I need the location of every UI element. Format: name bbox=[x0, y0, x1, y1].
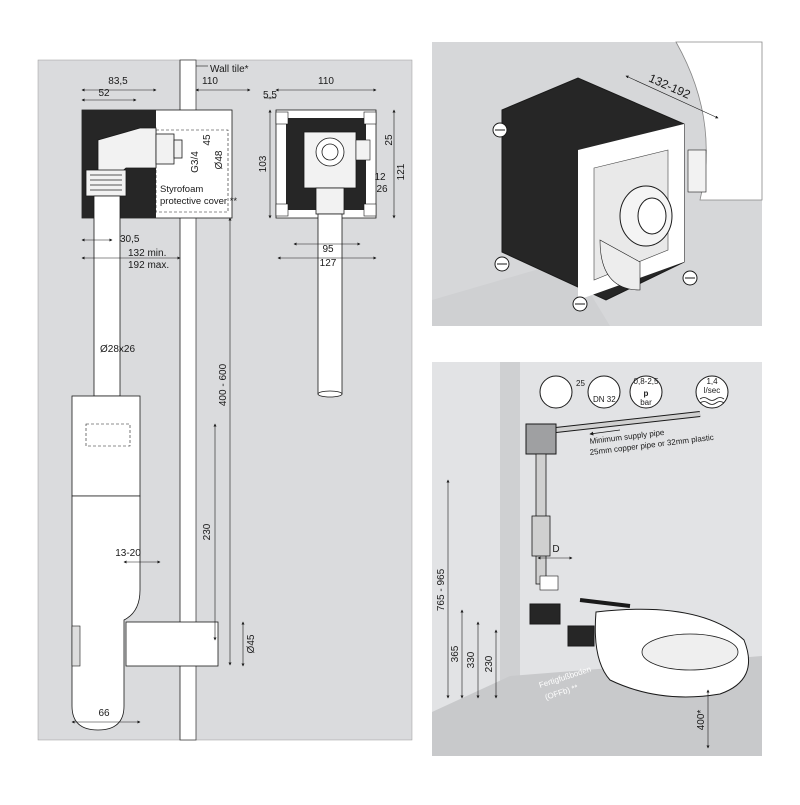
icon-label-bar: bar bbox=[640, 398, 652, 407]
dim-365: 365 bbox=[450, 645, 461, 662]
dim-66: 66 bbox=[98, 708, 110, 719]
dim-230-right: 230 bbox=[484, 655, 495, 672]
icon-label-pressure: 0,8-2,5 bbox=[634, 377, 659, 386]
dim-95: 95 bbox=[322, 244, 334, 255]
bottom-right-installation: 25 DN 32 0,8-2,5 p bar 1,4 l/sec Minimum… bbox=[432, 362, 762, 756]
dim-52: 52 bbox=[98, 88, 110, 99]
icon-row: 25 DN 32 0,8-2,5 p bar 1,4 l/sec bbox=[539, 375, 729, 409]
icon-label-dn32: DN 32 bbox=[593, 395, 616, 404]
dim-12: 12 bbox=[374, 172, 386, 183]
dim-13-20: 13-20 bbox=[115, 548, 141, 559]
wall-tile-label: Wall tile* bbox=[210, 64, 249, 75]
dim-pipe-28x26: Ø28x26 bbox=[100, 344, 135, 355]
styrofoam-label-line2: protective cover ** bbox=[160, 196, 237, 207]
pressure-gauge-icon bbox=[629, 375, 663, 409]
icon-label-p: p bbox=[644, 389, 649, 398]
dim-diameter-48: Ø48 bbox=[214, 150, 225, 169]
dim-400: 400* bbox=[696, 710, 707, 731]
dim-121: 121 bbox=[396, 163, 407, 180]
valve-thread bbox=[155, 133, 175, 165]
top-right-box-illustration: 132-192 bbox=[432, 41, 763, 326]
outlet-pipe bbox=[125, 621, 219, 667]
thread-size-icon bbox=[539, 375, 573, 409]
dim-26: 26 bbox=[376, 184, 388, 195]
icon-label-flow1: 1,4 bbox=[706, 377, 718, 386]
dim-330: 330 bbox=[466, 651, 477, 668]
dim-83-5: 83,5 bbox=[108, 76, 128, 87]
dim-diameter-45: Ø45 bbox=[246, 634, 257, 653]
dim-400-600: 400 - 600 bbox=[218, 363, 229, 406]
dim-110-left: 110 bbox=[202, 76, 218, 87]
inlet-fitting bbox=[529, 603, 561, 625]
flow-rate-icon bbox=[695, 375, 729, 409]
flush-pipe-front bbox=[317, 213, 343, 395]
dim-110-front: 110 bbox=[318, 76, 334, 87]
dim-127: 127 bbox=[320, 258, 337, 269]
dim-132-min: 132 min. bbox=[128, 248, 166, 259]
union-nut bbox=[85, 169, 127, 197]
dim-192-max: 192 max. bbox=[128, 260, 169, 271]
dim-765-965: 765 - 965 bbox=[436, 568, 447, 611]
flush-pipe bbox=[93, 195, 121, 397]
left-technical-drawing: 83,5 52 110 Wall tile* 45 Ø48 G3/4 Styro… bbox=[37, 59, 413, 741]
styrofoam-label-line1: Styrofoam bbox=[160, 184, 203, 195]
pipe-dn-icon bbox=[587, 375, 621, 409]
box-small bbox=[525, 423, 557, 455]
dim-45: 45 bbox=[202, 134, 213, 146]
dim-103: 103 bbox=[258, 155, 269, 172]
dim-230-left: 230 bbox=[202, 523, 213, 540]
icon-label-flow2: l/sec bbox=[704, 386, 720, 395]
icon-label-25: 25 bbox=[576, 379, 585, 388]
dim-g34: G3/4 bbox=[190, 151, 201, 173]
outlet-fitting bbox=[567, 625, 595, 647]
dim-5-5: 5,5 bbox=[263, 90, 277, 101]
dim-d: D bbox=[552, 544, 559, 555]
dim-30-5: 30,5 bbox=[120, 234, 140, 245]
dim-25: 25 bbox=[384, 134, 395, 146]
